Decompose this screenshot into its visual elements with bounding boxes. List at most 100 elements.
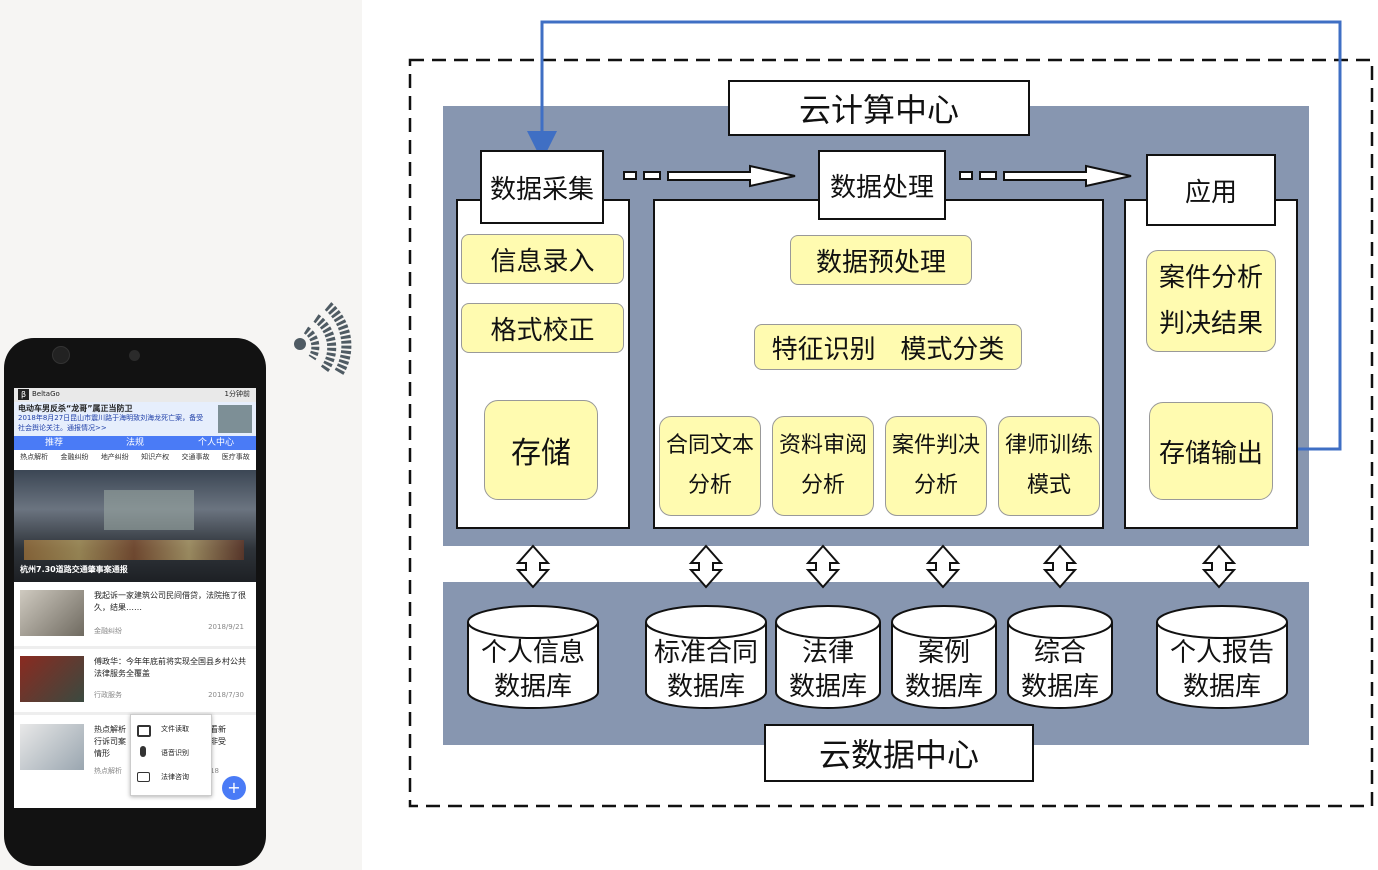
news-thumbnail xyxy=(20,590,84,636)
contract-text-analysis: 合同文本 分析 xyxy=(659,416,761,516)
db-line: 综合 xyxy=(1033,638,1086,668)
news-item[interactable]: 傅政华：今年年底前将实现全国县乡村公共法律服务全覆盖 行政服务 2018/7/3… xyxy=(14,650,256,715)
info-entry: 信息录入 xyxy=(461,234,624,284)
news-date: 2018/9/21 xyxy=(208,623,244,631)
action-menu: 文件读取 语音识别 法律咨询 xyxy=(130,714,212,796)
tab-bar: 推荐 法规 个人中心 xyxy=(14,436,256,450)
headline-card[interactable]: 电动车男反杀“龙哥”属正当防卫 2018年8月27日昆山市震川路于海明致刘海龙死… xyxy=(14,402,256,436)
cloud-compute-center-title: 云计算中心 xyxy=(728,80,1030,136)
headline-title: 电动车男反杀“龙哥”属正当防卫 xyxy=(18,404,133,413)
db-standard-contract-label: 标准合同 数据库 xyxy=(646,636,766,704)
app-logo-icon: β xyxy=(18,389,29,400)
menu-item-voice[interactable]: 语音识别 xyxy=(131,743,211,767)
db-case-label: 案例 数据库 xyxy=(892,636,996,704)
module-line: 律师训练 xyxy=(1004,433,1093,458)
front-camera xyxy=(52,346,70,364)
module-line: 分析 xyxy=(687,473,732,498)
outer-dashed-border xyxy=(408,58,1374,808)
stage-application: 应用 xyxy=(1146,154,1276,226)
db-comprehensive-label: 综合 数据库 xyxy=(1008,636,1112,704)
db-line: 数据库 xyxy=(666,672,745,702)
news-thumbnail xyxy=(20,656,84,702)
phone-screen: β BeltaGo 1分钟前 电动车男反杀“龙哥”属正当防卫 2018年8月27… xyxy=(14,388,256,808)
stage-data-processing: 数据处理 xyxy=(818,150,946,220)
db-line: 案例 xyxy=(917,638,970,668)
news-tag: 行政服务 xyxy=(94,691,122,699)
banner-lights xyxy=(24,540,244,560)
news-title-tail: 看新非受 xyxy=(210,725,226,746)
menu-item-consult[interactable]: 法律咨询 xyxy=(131,767,211,791)
document-review-analysis: 资料审阅 分析 xyxy=(772,416,874,516)
db-line: 数据库 xyxy=(1182,672,1261,702)
banner-building xyxy=(104,490,194,530)
database-cylinder xyxy=(467,605,599,709)
menu-item-file-read[interactable]: 文件读取 xyxy=(131,719,211,743)
database-cylinder xyxy=(645,605,767,709)
news-item[interactable]: 热点解析行诉司案情形 看新非受 热点解析 18 xyxy=(14,716,256,786)
category-bar: 热点解析 金融纠纷 地产纠纷 知识产权 交通事故 医疗事故 xyxy=(14,450,256,464)
database-cylinder xyxy=(775,605,881,709)
menu-label: 语音识别 xyxy=(161,749,189,757)
db-line: 数据库 xyxy=(493,672,572,702)
database-cylinder xyxy=(1156,605,1288,709)
microphone-icon xyxy=(140,746,146,757)
cloud-data-center-title: 云数据中心 xyxy=(764,724,1034,782)
db-line: 标准合同 xyxy=(653,638,758,668)
db-line: 个人信息 xyxy=(480,638,585,668)
category-property[interactable]: 地产纠纷 xyxy=(100,453,129,461)
db-personal-info-label: 个人信息 数据库 xyxy=(468,636,598,704)
status-bar: β BeltaGo 1分钟前 xyxy=(14,388,256,402)
database-cylinder xyxy=(1007,605,1113,709)
tab-recommend[interactable]: 推荐 xyxy=(44,438,63,448)
db-law-label: 法律 数据库 xyxy=(776,636,880,704)
storage: 存储 xyxy=(484,400,598,500)
news-date: 18 xyxy=(210,767,219,775)
category-medical[interactable]: 医疗事故 xyxy=(221,453,250,461)
category-hot[interactable]: 热点解析 xyxy=(20,453,49,461)
feature-recognition-classification: 特征识别 模式分类 xyxy=(754,324,1022,370)
feedback-loop-line xyxy=(527,20,1342,451)
news-thumbnail xyxy=(20,724,84,770)
module-line: 分析 xyxy=(913,473,958,498)
news-title: 傅政华：今年年底前将实现全国县乡村公共法律服务全覆盖 xyxy=(94,657,246,678)
category-finance[interactable]: 金融纠纷 xyxy=(60,453,89,461)
app-name: BeltaGo xyxy=(32,390,60,398)
add-button[interactable]: + xyxy=(222,776,246,800)
database-cylinder xyxy=(891,605,997,709)
format-correction: 格式校正 xyxy=(461,303,624,353)
db-personal-report-label: 个人报告 数据库 xyxy=(1157,636,1287,704)
module-line: 模式 xyxy=(1026,473,1071,498)
news-title: 我起诉一家建筑公司民间借贷，法院拖了很久，结果…… xyxy=(94,591,246,612)
news-date: 2018/7/30 xyxy=(208,691,244,699)
lawyer-training-mode: 律师训练 模式 xyxy=(998,416,1100,516)
wireless-signal-icon xyxy=(278,282,368,382)
case-analysis-result: 案件分析 判决结果 xyxy=(1146,250,1276,352)
app-line: 案件分析 xyxy=(1158,263,1263,293)
category-traffic[interactable]: 交通事故 xyxy=(181,453,210,461)
db-line: 数据库 xyxy=(1020,672,1099,702)
news-item[interactable]: 我起诉一家建筑公司民间借贷，法院拖了很久，结果…… 金融纠纷 2018/9/21 xyxy=(14,584,256,649)
banner-image[interactable]: 杭州7.30道路交通肇事案通报 xyxy=(14,470,256,582)
db-line: 个人报告 xyxy=(1169,638,1274,668)
db-line: 数据库 xyxy=(904,672,983,702)
data-preprocessing: 数据预处理 xyxy=(790,235,972,285)
db-line: 法律 xyxy=(801,638,854,668)
banner-caption: 杭州7.30道路交通肇事案通报 xyxy=(20,565,128,574)
tab-personal-center[interactable]: 个人中心 xyxy=(197,438,234,448)
db-line: 数据库 xyxy=(788,672,867,702)
case-judgment-analysis: 案件判决 分析 xyxy=(885,416,987,516)
storage-output: 存储输出 xyxy=(1149,402,1273,500)
app-line: 判决结果 xyxy=(1158,309,1263,339)
tab-regulations[interactable]: 法规 xyxy=(125,438,144,448)
camera-icon xyxy=(137,725,151,737)
news-tag: 金融纠纷 xyxy=(94,627,122,635)
menu-label: 文件读取 xyxy=(161,725,189,733)
bidirectional-arrow xyxy=(515,544,1237,589)
headline-thumbnail xyxy=(218,405,252,433)
module-line: 分析 xyxy=(800,473,845,498)
headline-body: 2018年8月27日昆山市震川路于海明致刘海龙死亡案，备受社会舆论关注。通报情况… xyxy=(18,414,204,432)
chat-icon xyxy=(137,772,150,782)
category-ip[interactable]: 知识产权 xyxy=(141,453,170,461)
stage-data-collection: 数据采集 xyxy=(480,150,604,224)
news-tag: 热点解析 xyxy=(94,767,122,775)
